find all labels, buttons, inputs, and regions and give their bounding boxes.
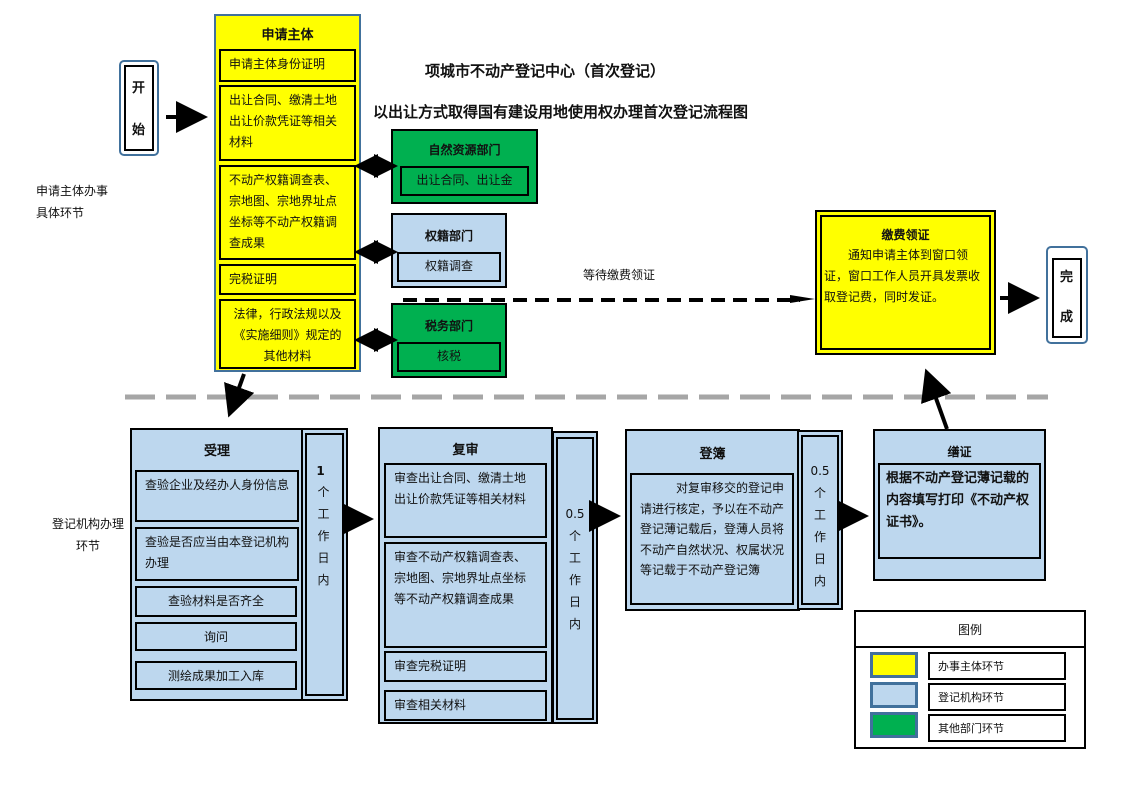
dept-title: 自然资源部门 xyxy=(428,143,501,157)
duration-char: 工 xyxy=(568,551,581,565)
duration-char: 日 xyxy=(317,551,330,565)
applicant-item: 申请主体身份证明 xyxy=(219,49,356,82)
finish-char-1: 完 xyxy=(1060,270,1074,285)
stage-item: 审查出让合同、缴清土地出让价款凭证等相关材料 xyxy=(384,463,547,538)
finish-char-2: 成 xyxy=(1060,310,1074,325)
duration-char: 作 xyxy=(568,573,581,587)
legend-swatch-lightblue xyxy=(870,682,918,708)
stage-certify: 缮证 根据不动产登记薄记载的内容填写打印《不动产权证书》。 xyxy=(873,429,1046,581)
stage-item: 审查完税证明 xyxy=(384,651,547,682)
payment-box: 缴费领证 通知申请主体到窗口领证，窗口工作人员开具发票收取登记费，同时发证。 xyxy=(815,210,996,355)
applicant-item: 不动产权籍调查表、宗地图、宗地界址点坐标等不动产权籍调查成果 xyxy=(219,165,356,260)
stage-title: 缮证 xyxy=(947,445,972,459)
start-char-1: 开 xyxy=(132,81,146,96)
finish-node: 完 成 xyxy=(1046,246,1088,344)
stage-item: 询问 xyxy=(135,622,297,651)
wait-label: 等待缴费领证 xyxy=(583,268,656,282)
applicant-item: 法律，行政法规以及《实施细则》规定的其他材料 xyxy=(219,299,356,369)
dept-title: 税务部门 xyxy=(424,319,473,333)
duration-char: 内 xyxy=(813,574,826,588)
dept-natural-resources: 自然资源部门 出让合同、出让金 xyxy=(391,129,538,204)
legend: 图例 办事主体环节 登记机构环节 其他部门环节 xyxy=(854,610,1086,749)
start-node: 开 始 xyxy=(119,60,159,156)
stage-title: 复审 xyxy=(452,443,479,458)
duration-char: 内 xyxy=(317,573,330,587)
dept-tax: 税务部门 核税 xyxy=(391,303,507,378)
duration-char: 工 xyxy=(317,507,330,521)
duration-char: 个 xyxy=(813,486,826,500)
duration-char: 作 xyxy=(813,530,826,544)
stage-accept: 受理 查验企业及经办人身份信息 查验是否应当由本登记机构办理 查验材料是否齐全 … xyxy=(130,428,304,701)
dept-title: 权籍部门 xyxy=(424,229,473,243)
arrow-wait-head xyxy=(790,295,815,303)
duration-char: 个 xyxy=(568,529,581,543)
stage-item: 审查不动产权籍调查表、宗地图、宗地界址点坐标等不动产权籍调查成果 xyxy=(384,542,547,648)
stage-text: 根据不动产登记薄记载的内容填写打印《不动产权证书》。 xyxy=(878,463,1041,559)
stage-title: 登簿 xyxy=(699,447,726,462)
duration-char: 作 xyxy=(317,529,330,543)
stage-title: 受理 xyxy=(203,444,230,459)
stage-item: 审查相关材料 xyxy=(384,690,547,721)
lane-label-applicant: 申请主体办事具体环节 xyxy=(36,184,109,220)
duration-num: 0.5 xyxy=(810,464,830,478)
duration-register: 0.5 个 工 作 日 内 xyxy=(797,430,843,610)
duration-accept: 1 个 工 作 日 内 xyxy=(301,428,348,701)
title-line2: 以出让方式取得国有建设用地使用权办理首次登记流程图 xyxy=(373,103,749,121)
duration-char: 个 xyxy=(317,485,330,499)
applicant-box: 申请主体 申请主体身份证明 出让合同、缴清土地出让价款凭证等相关材料 不动产权籍… xyxy=(214,14,361,372)
applicant-item: 出让合同、缴清土地出让价款凭证等相关材料 xyxy=(219,85,356,161)
duration-char: 日 xyxy=(568,595,581,609)
lane-label-agency: 登记机构办理环节 xyxy=(51,517,124,553)
duration-num: 0.5 xyxy=(565,507,585,521)
arrow-certify-to-payment xyxy=(921,368,952,430)
duration-num: 1 xyxy=(316,464,325,478)
duration-char: 工 xyxy=(813,508,826,522)
stage-register: 登簿 对复审移交的登记申请进行核定，予以在不动产登记薄记载后，登薄人员将不动产自… xyxy=(625,429,800,611)
payment-box-text: 通知申请主体到窗口领证，窗口工作人员开具发票收取登记费，同时发证。 xyxy=(824,248,981,304)
applicant-item: 完税证明 xyxy=(219,264,356,295)
stage-item: 查验是否应当由本登记机构办理 xyxy=(135,527,299,581)
legend-label: 登记机构环节 xyxy=(928,683,1066,711)
duration-char: 内 xyxy=(568,617,581,631)
legend-title: 图例 xyxy=(856,612,1084,648)
legend-swatch-green xyxy=(870,712,918,738)
stage-item: 查验企业及经办人身份信息 xyxy=(135,470,299,522)
dept-item: 出让合同、出让金 xyxy=(400,166,529,196)
stage-item: 测绘成果加工入库 xyxy=(135,661,297,690)
arrow-applicant-to-accept xyxy=(224,373,255,418)
stage-text: 对复审移交的登记申请进行核定，予以在不动产登记薄记载后，登薄人员将不动产自然状况… xyxy=(630,473,794,605)
duration-review: 0.5 个 工 作 日 内 xyxy=(552,431,598,724)
start-char-2: 始 xyxy=(132,123,146,138)
payment-box-title: 缴费领证 xyxy=(881,228,930,242)
legend-label: 其他部门环节 xyxy=(928,714,1066,742)
legend-swatch-yellow xyxy=(870,652,918,678)
applicant-box-title: 申请主体 xyxy=(261,28,314,43)
legend-label: 办事主体环节 xyxy=(928,652,1066,680)
duration-char: 日 xyxy=(813,552,826,566)
dept-item: 权籍调查 xyxy=(397,252,501,282)
dept-item: 核税 xyxy=(397,342,501,372)
stage-review: 复审 审查出让合同、缴清土地出让价款凭证等相关材料 审查不动产权籍调查表、宗地图… xyxy=(378,427,553,724)
stage-item: 查验材料是否齐全 xyxy=(135,586,297,617)
title-line1: 项城市不动产登记中心（首次登记） xyxy=(425,62,666,80)
dept-cadastral: 权籍部门 权籍调查 xyxy=(391,213,507,288)
